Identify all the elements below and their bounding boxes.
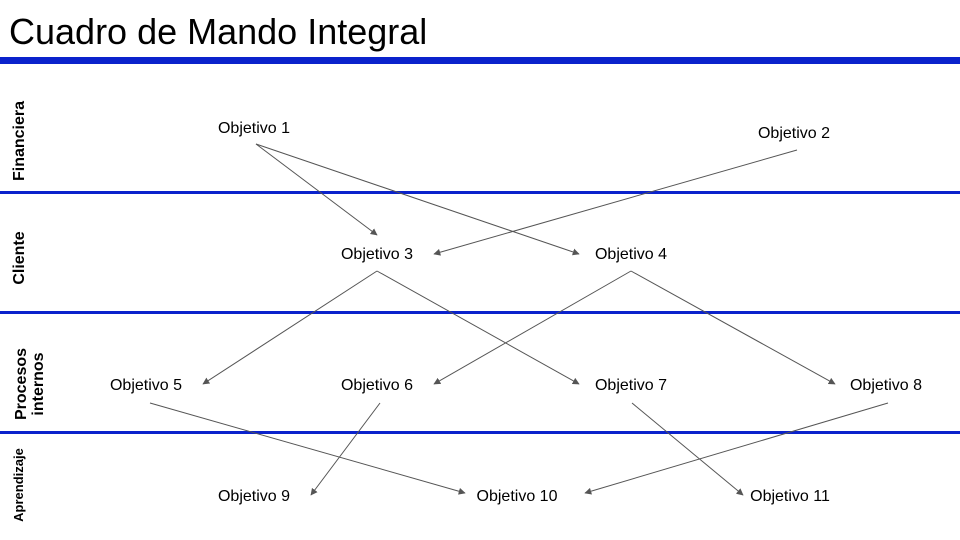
node-objetivo-4: Objetivo 4 xyxy=(594,246,668,263)
node-objetivo-10: Objetivo 10 xyxy=(476,488,558,505)
edge-o2-o3 xyxy=(433,149,798,256)
node-objetivo-6: Objetivo 6 xyxy=(340,377,414,394)
node-objetivo-3: Objetivo 3 xyxy=(340,246,414,263)
node-objetivo-5: Objetivo 5 xyxy=(109,377,183,394)
node-objetivo-7: Objetivo 7 xyxy=(594,377,668,394)
node-objetivo-1: Objetivo 1 xyxy=(217,120,291,137)
edge-o1-o3 xyxy=(255,143,378,236)
edge-o1-o4 xyxy=(255,143,580,256)
edge-o3-o7 xyxy=(376,270,580,385)
node-objetivo-2: Objetivo 2 xyxy=(757,125,831,142)
node-objetivo-11: Objetivo 11 xyxy=(750,488,830,505)
edge-o7-o11 xyxy=(631,402,744,496)
title-underline xyxy=(0,57,960,64)
lane-divider-2 xyxy=(0,311,960,314)
edge-o3-o5 xyxy=(202,270,378,385)
page-title: Cuadro de Mando Integral xyxy=(9,11,428,52)
lane-divider-1 xyxy=(0,191,960,194)
edge-o5-o10 xyxy=(149,402,466,495)
lane-divider-3 xyxy=(0,431,960,434)
edge-o4-o8 xyxy=(630,270,836,385)
edge-o8-o10 xyxy=(584,402,889,495)
edge-o4-o6 xyxy=(433,270,632,385)
edge-o6-o9 xyxy=(310,402,381,496)
node-objetivo-8: Objetivo 8 xyxy=(849,377,923,394)
node-objetivo-9: Objetivo 9 xyxy=(217,488,291,505)
